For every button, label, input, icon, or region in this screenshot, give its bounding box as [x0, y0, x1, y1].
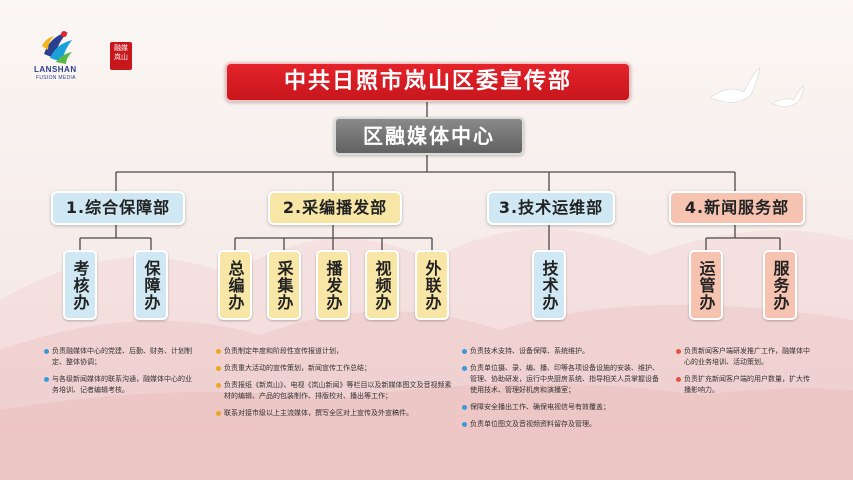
duty-item: 负责重大活动的宣传策划，新闻宣传工作总结； — [216, 363, 454, 374]
duty-item: 联系对接市级以上主流媒体，撰写全区对上宣传及外宣稿件。 — [216, 408, 454, 419]
office-support: 保障办 — [134, 250, 168, 320]
duties-general-support: 负责融媒体中心的党建、后勤、财务、计划制定、整体协调； 与各级新闻媒体的联系沟通… — [44, 346, 194, 402]
logo-mark-icon — [42, 31, 72, 64]
duty-item: 保障安全播出工作、确保电视信号有效覆盖； — [462, 402, 662, 413]
media-center-box: 区融媒体中心 — [334, 117, 524, 155]
dept-general-support: 1.综合保障部 — [51, 191, 185, 225]
dept-editing-broadcast: 2.采编播发部 — [268, 191, 402, 225]
logo-seal: 融媒岚山 — [110, 42, 132, 70]
duty-item: 负责融媒体中心的党建、后勤、财务、计划制定、整体协调； — [44, 346, 194, 368]
logo-name: LANSHAN — [34, 65, 77, 74]
dept-news-service: 4.新闻服务部 — [669, 191, 805, 225]
office-chief-editor: 总编办 — [218, 250, 252, 320]
org-title: 中共日照市岚山区委宣传部 — [225, 62, 631, 102]
office-operations: 运管办 — [689, 250, 723, 320]
seal-text-line: 融媒 — [114, 44, 128, 52]
lanshan-fusion-media-logo: LANSHAN FUSION MEDIA 融媒岚山 — [34, 28, 144, 84]
duty-item: 与各级新闻媒体的联系沟通，融媒体中心的业务培训、记者编辑考核。 — [44, 374, 194, 396]
duties-tech-ops: 负责技术支持、设备保障、系统维护。 负责单位摄、录、编、播、印等各项设备设施的安… — [462, 346, 662, 436]
duty-item: 负责扩充新闻客户端的用户数量，扩大传播影响力。 — [676, 374, 816, 396]
logo-subname: FUSION MEDIA — [36, 75, 76, 81]
duty-item: 负责报纸《新岚山》、电视《岚山新闻》等栏目以及新媒体图文及音视频素材的编辑、产品… — [216, 380, 454, 402]
office-liaison: 外联办 — [415, 250, 449, 320]
office-video: 视频办 — [365, 250, 399, 320]
office-technology: 技术办 — [532, 250, 566, 320]
office-assessment: 考核办 — [63, 250, 97, 320]
duty-item: 负责单位摄、录、编、播、印等各项设备设施的安装、维护、管理、协助研发，运行中央厨… — [462, 363, 662, 396]
office-service: 服务办 — [763, 250, 797, 320]
duty-item: 负责新闻客户端研发推广工作，融媒体中心的业务培训、活动策划。 — [676, 346, 816, 368]
duty-item: 负责制定年度和阶段性宣传报道计划， — [216, 346, 454, 357]
doves-decoration — [709, 67, 805, 107]
office-broadcast: 播发办 — [316, 250, 350, 320]
duty-item: 负责技术支持、设备保障、系统维护。 — [462, 346, 662, 357]
duties-editing-broadcast: 负责制定年度和阶段性宣传报道计划， 负责重大活动的宣传策划，新闻宣传工作总结； … — [216, 346, 454, 425]
duties-news-service: 负责新闻客户端研发推广工作，融媒体中心的业务培训、活动策划。 负责扩充新闻客户端… — [676, 346, 816, 402]
dept-tech-ops: 3.技术运维部 — [487, 191, 615, 225]
office-collection: 采集办 — [267, 250, 301, 320]
seal-text-line: 岚山 — [114, 53, 128, 61]
duty-item: 负责单位图文及音视频资料留存及管理。 — [462, 419, 662, 430]
